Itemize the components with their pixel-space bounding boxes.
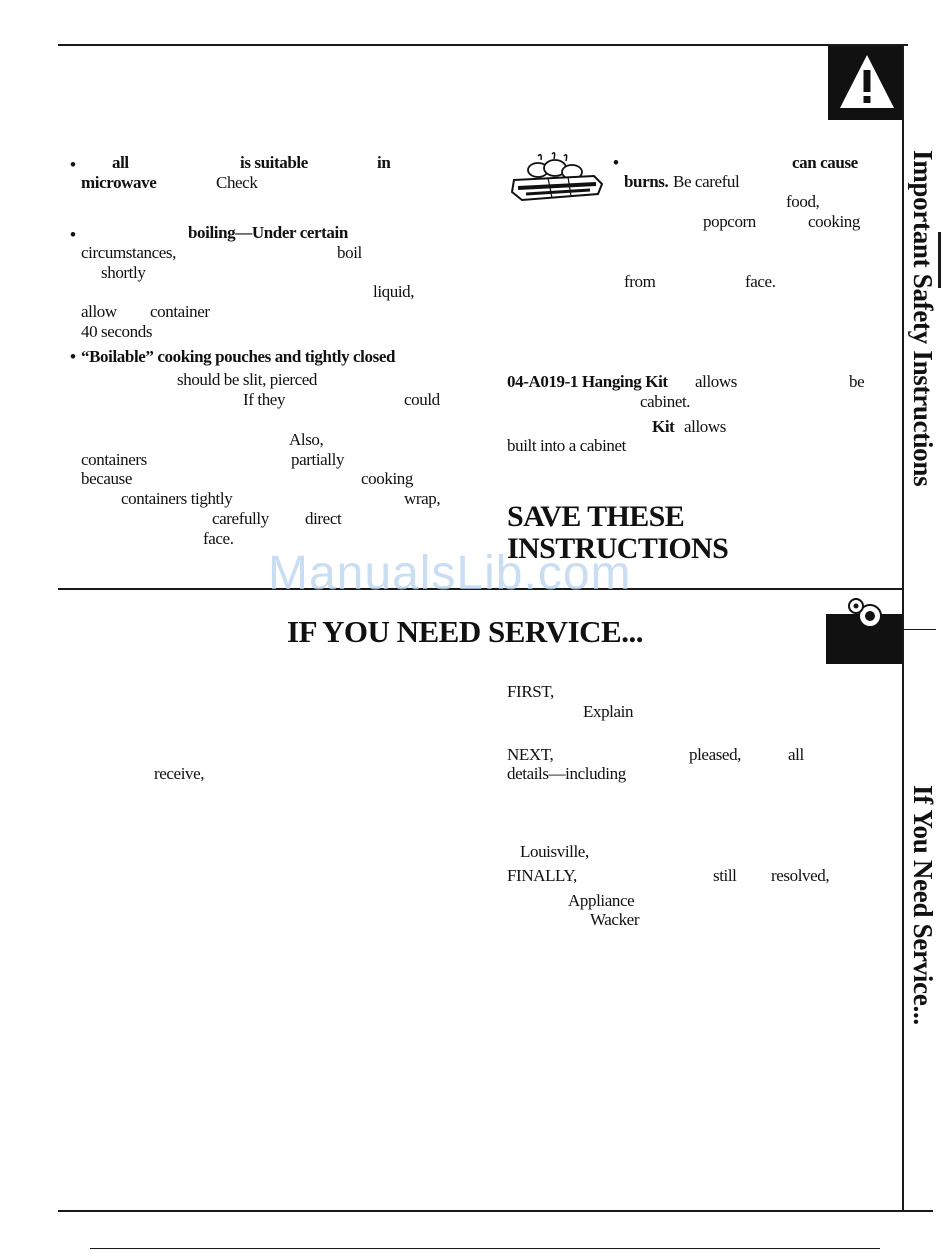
side-tab-label-service: If You Need Service... [908, 785, 938, 1025]
text-fragment: boil [337, 243, 362, 262]
text-fragment: Louisville, [520, 842, 589, 861]
text-fragment: allow [81, 302, 117, 321]
text-fragment: allows [695, 372, 737, 391]
text-fragment: resolved, [771, 866, 830, 885]
text-fragment: carefully [212, 509, 269, 528]
top-rule [58, 44, 908, 46]
text-fragment: Check [216, 173, 258, 192]
warning-tab [828, 46, 902, 120]
text-fragment: could [404, 390, 440, 409]
side-tab-label-safety: Important Safety Instructions [908, 150, 938, 487]
text-fragment: partially [291, 450, 345, 469]
text-fragment: be [849, 372, 865, 391]
text-fragment: Be careful [673, 172, 740, 191]
text-fragment: NEXT, [507, 745, 554, 764]
text-fragment: Also, [289, 430, 324, 449]
text-fragment: containers [81, 450, 147, 469]
text-fragment: liquid, [373, 282, 415, 301]
service-gears-icon [826, 590, 902, 629]
text-fragment: cooking [808, 212, 860, 231]
save-instructions-heading-line1: SAVE THESE [507, 500, 685, 533]
text-fragment: details—including [507, 764, 626, 783]
text-fragment: cooking [361, 469, 413, 488]
text-fragment: container [150, 302, 210, 321]
text-fragment: receive, [154, 764, 205, 783]
popcorn-bag-icon [510, 152, 604, 202]
watermark: ManualsLib.com [268, 547, 632, 600]
save-instructions-heading-line2: INSTRUCTIONS [507, 532, 729, 565]
text-fragment: face. [745, 272, 776, 291]
text-fragment: is suitable [240, 153, 308, 172]
text-fragment: burns. [624, 172, 669, 191]
footer-rule [90, 1248, 880, 1249]
bullet-marker: • [613, 153, 619, 172]
text-fragment: Appliance [568, 891, 635, 910]
safety-tab-bar [938, 232, 941, 288]
text-fragment: Wacker [590, 910, 640, 929]
text-fragment: all [112, 153, 129, 172]
bullet-marker: • [70, 347, 76, 366]
text-fragment: circumstances, [81, 243, 176, 262]
warning-triangle-icon [840, 55, 894, 108]
tab-vertical-rule [902, 44, 904, 1210]
text-fragment: shortly [101, 263, 146, 282]
bottom-rule [58, 1210, 933, 1212]
text-fragment: boiling—Under certain [188, 223, 348, 242]
tab-separator-rule [904, 629, 936, 630]
text-fragment: FINALLY, [507, 866, 577, 885]
text-fragment: allows [684, 417, 726, 436]
text-fragment: If they [243, 390, 286, 409]
text-fragment: wrap, [404, 489, 441, 508]
section-divider-rule [58, 588, 903, 590]
service-heading: IF YOU NEED SERVICE... [287, 614, 643, 649]
text-fragment: from [624, 272, 656, 291]
service-tab [826, 590, 902, 664]
text-fragment: 04-A019-1 Hanging Kit [507, 372, 668, 391]
text-fragment: cabinet. [640, 392, 691, 411]
text-fragment: 40 seconds [81, 322, 153, 341]
text-fragment: food, [786, 192, 820, 211]
text-fragment: “Boilable” cooking pouches and tightly c… [81, 347, 396, 366]
text-fragment: should be slit, pierced [177, 370, 317, 389]
text-fragment: direct [305, 509, 342, 528]
text-fragment: Explain [583, 702, 634, 721]
bullet-marker: • [70, 225, 76, 244]
text-fragment: FIRST, [507, 682, 554, 701]
text-fragment: all [788, 745, 804, 764]
text-fragment: still [713, 866, 737, 885]
text-fragment: because [81, 469, 132, 488]
text-fragment: pleased, [689, 745, 742, 764]
text-fragment: in [377, 153, 391, 172]
text-fragment: popcorn [703, 212, 756, 231]
text-fragment: face. [203, 529, 234, 548]
text-fragment: Kit [652, 417, 675, 436]
text-fragment: containers tightly [121, 489, 233, 508]
text-fragment: microwave [81, 173, 157, 192]
text-fragment: can cause [792, 153, 858, 172]
text-fragment: built into a cabinet [507, 436, 626, 455]
bullet-marker: • [70, 155, 76, 174]
